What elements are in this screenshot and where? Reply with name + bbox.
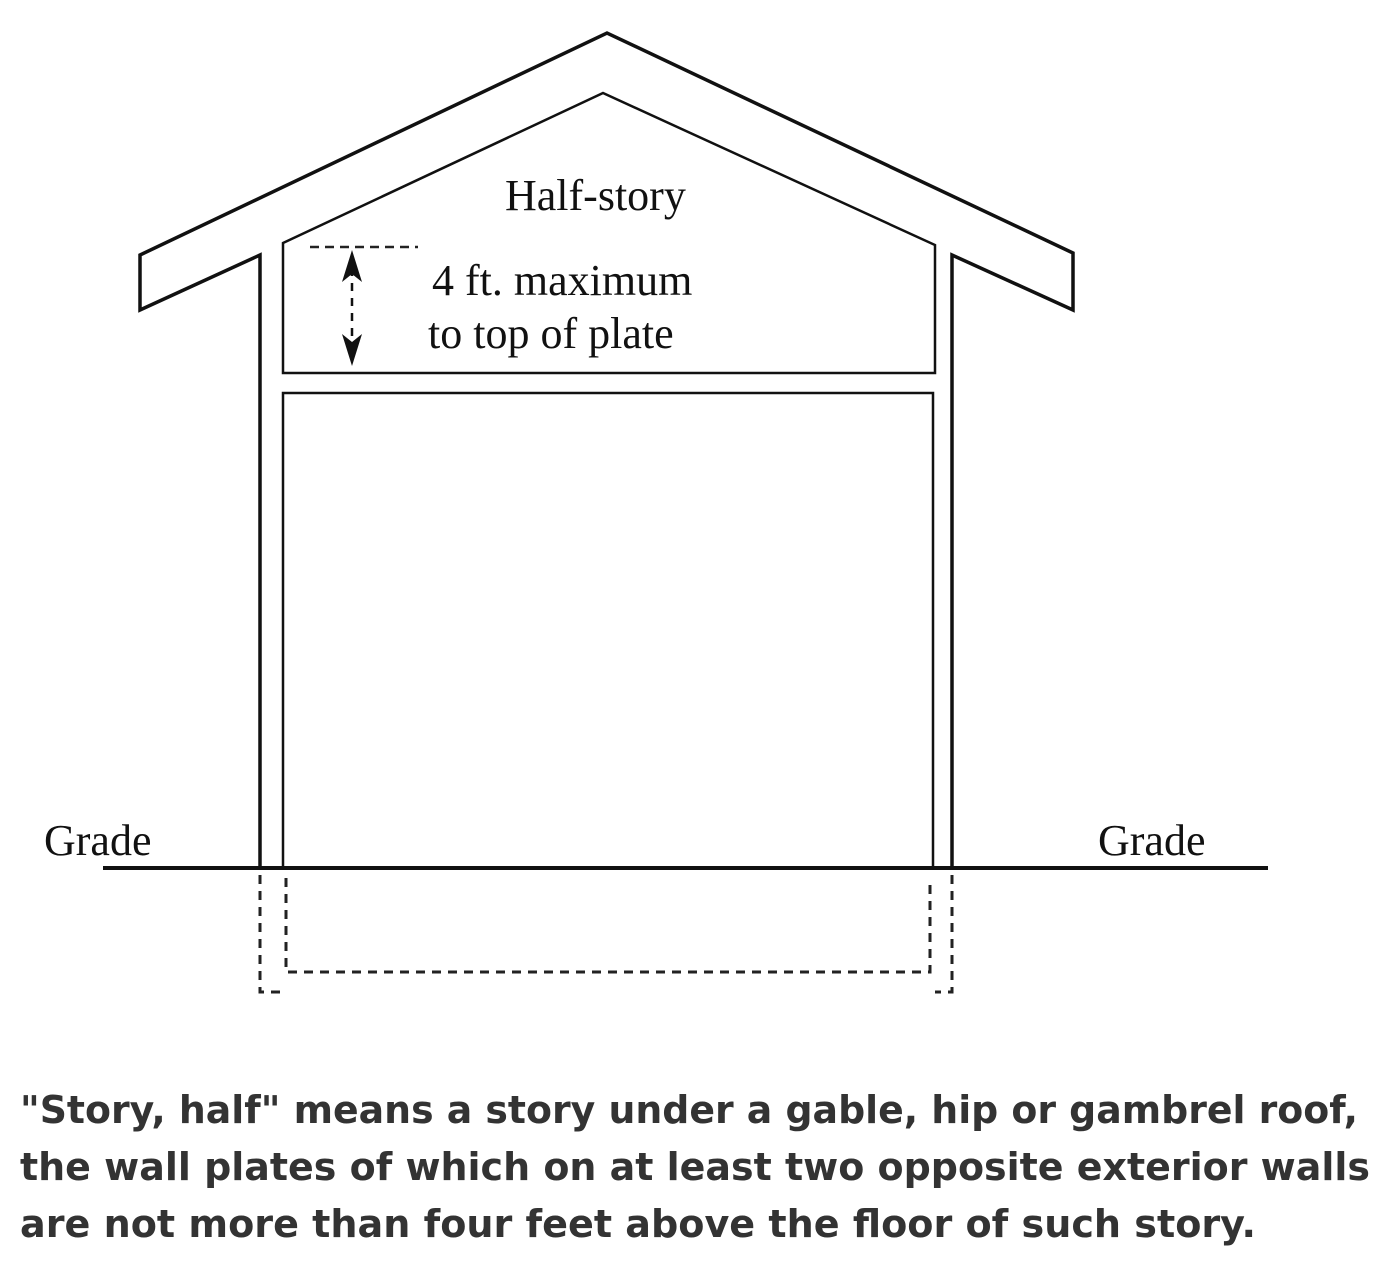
half-story-room: [281, 91, 937, 375]
foundation-dashed: [258, 875, 954, 994]
dimension-label-line1: 4 ft. maximum: [432, 256, 692, 305]
caption-line-3: are not more than four feet above the fl…: [20, 1202, 1256, 1246]
roof-outline: [138, 31, 1075, 868]
caption-line-1: "Story, half" means a story under a gabl…: [20, 1088, 1358, 1132]
dimension-label-line2: to top of plate: [428, 309, 674, 358]
half-story-label: Half-story: [505, 171, 686, 220]
grade-label-right: Grade: [1098, 816, 1206, 865]
caption-line-2: the wall plates of which on at least two…: [20, 1145, 1370, 1189]
main-story-room: [281, 391, 935, 868]
grade-label-left: Grade: [44, 816, 152, 865]
dimension-arrow-icon: [342, 250, 362, 366]
